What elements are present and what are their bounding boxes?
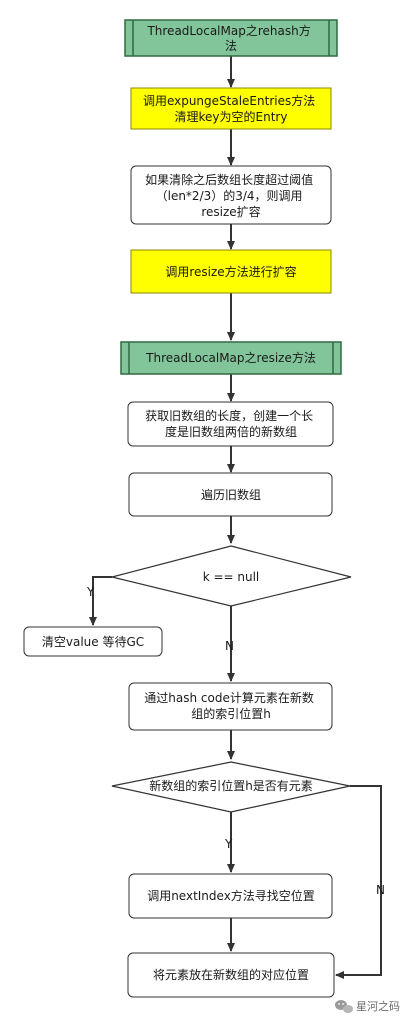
rehash-title-text: ThreadLocalMap之rehash方 法 [146, 23, 314, 53]
expunge-text: 调用expungeStaleEntries方法 清理key为空的Entry [143, 93, 319, 124]
edge-has-element-no [335, 785, 382, 979]
traverse-text: 遍历旧数组 [201, 487, 261, 502]
edge-label-has-element-no: N [376, 883, 385, 897]
resize-title-text: ThreadLocalMap之resize方法 [145, 350, 316, 365]
node-has-element-decision: 新数组的索引位置h是否有元素 [111, 761, 351, 813]
wechat-icon [335, 1000, 353, 1013]
node-put-element: 将元素放在新数组的对应位置 [127, 952, 335, 998]
node-rehash-title: ThreadLocalMap之rehash方 法 [124, 19, 338, 57]
edge-labels: Y N Y N [86, 585, 385, 897]
next-index-text: 调用nextIndex方法寻找空位置 [147, 888, 315, 903]
edge-label-k-null-yes: Y [86, 585, 95, 599]
k-null-text: k == null [203, 570, 260, 584]
new-array-text: 获取旧数组的长度，创建一个长 度是旧数组两倍的新数组 [145, 408, 317, 439]
hash-index-text: 通过hash code计算元素在新数 组的索引位置h [144, 690, 317, 721]
node-hash-index: 通过hash code计算元素在新数 组的索引位置h [128, 682, 333, 731]
node-resize-title: ThreadLocalMap之resize方法 [120, 341, 342, 375]
node-next-index: 调用nextIndex方法寻找空位置 [128, 873, 333, 919]
node-new-array: 获取旧数组的长度，创建一个长 度是旧数组两倍的新数组 [127, 401, 334, 447]
put-element-text: 将元素放在新数组的对应位置 [153, 967, 309, 982]
threshold-text: 如果清除之后数组长度超过阈值 （len*2/3）的3/4，则调用 resize扩… [145, 172, 317, 219]
nodes: ThreadLocalMap之rehash方 法 调用expungeStaleE… [23, 19, 352, 998]
edge-k-null-yes [89, 576, 112, 626]
node-clear-value: 清空value 等待GC [23, 626, 163, 657]
node-call-resize: 调用resize方法进行扩容 [130, 249, 332, 294]
watermark-text: 星河之码 [356, 999, 400, 1013]
edges [89, 56, 382, 979]
node-expunge: 调用expungeStaleEntries方法 清理key为空的Entry [130, 87, 332, 130]
node-traverse: 遍历旧数组 [128, 472, 333, 517]
node-threshold: 如果清除之后数组长度超过阈值 （len*2/3）的3/4，则调用 resize扩… [130, 165, 332, 225]
clear-value-text: 清空value 等待GC [42, 635, 144, 649]
edge-label-k-null-no: N [225, 639, 234, 653]
watermark: 星河之码 [335, 999, 400, 1013]
edge-label-has-element-yes: Y [224, 837, 233, 851]
node-k-null-decision: k == null [111, 545, 352, 607]
call-resize-text: 调用resize方法进行扩容 [165, 264, 296, 279]
has-element-text: 新数组的索引位置h是否有元素 [149, 778, 313, 793]
